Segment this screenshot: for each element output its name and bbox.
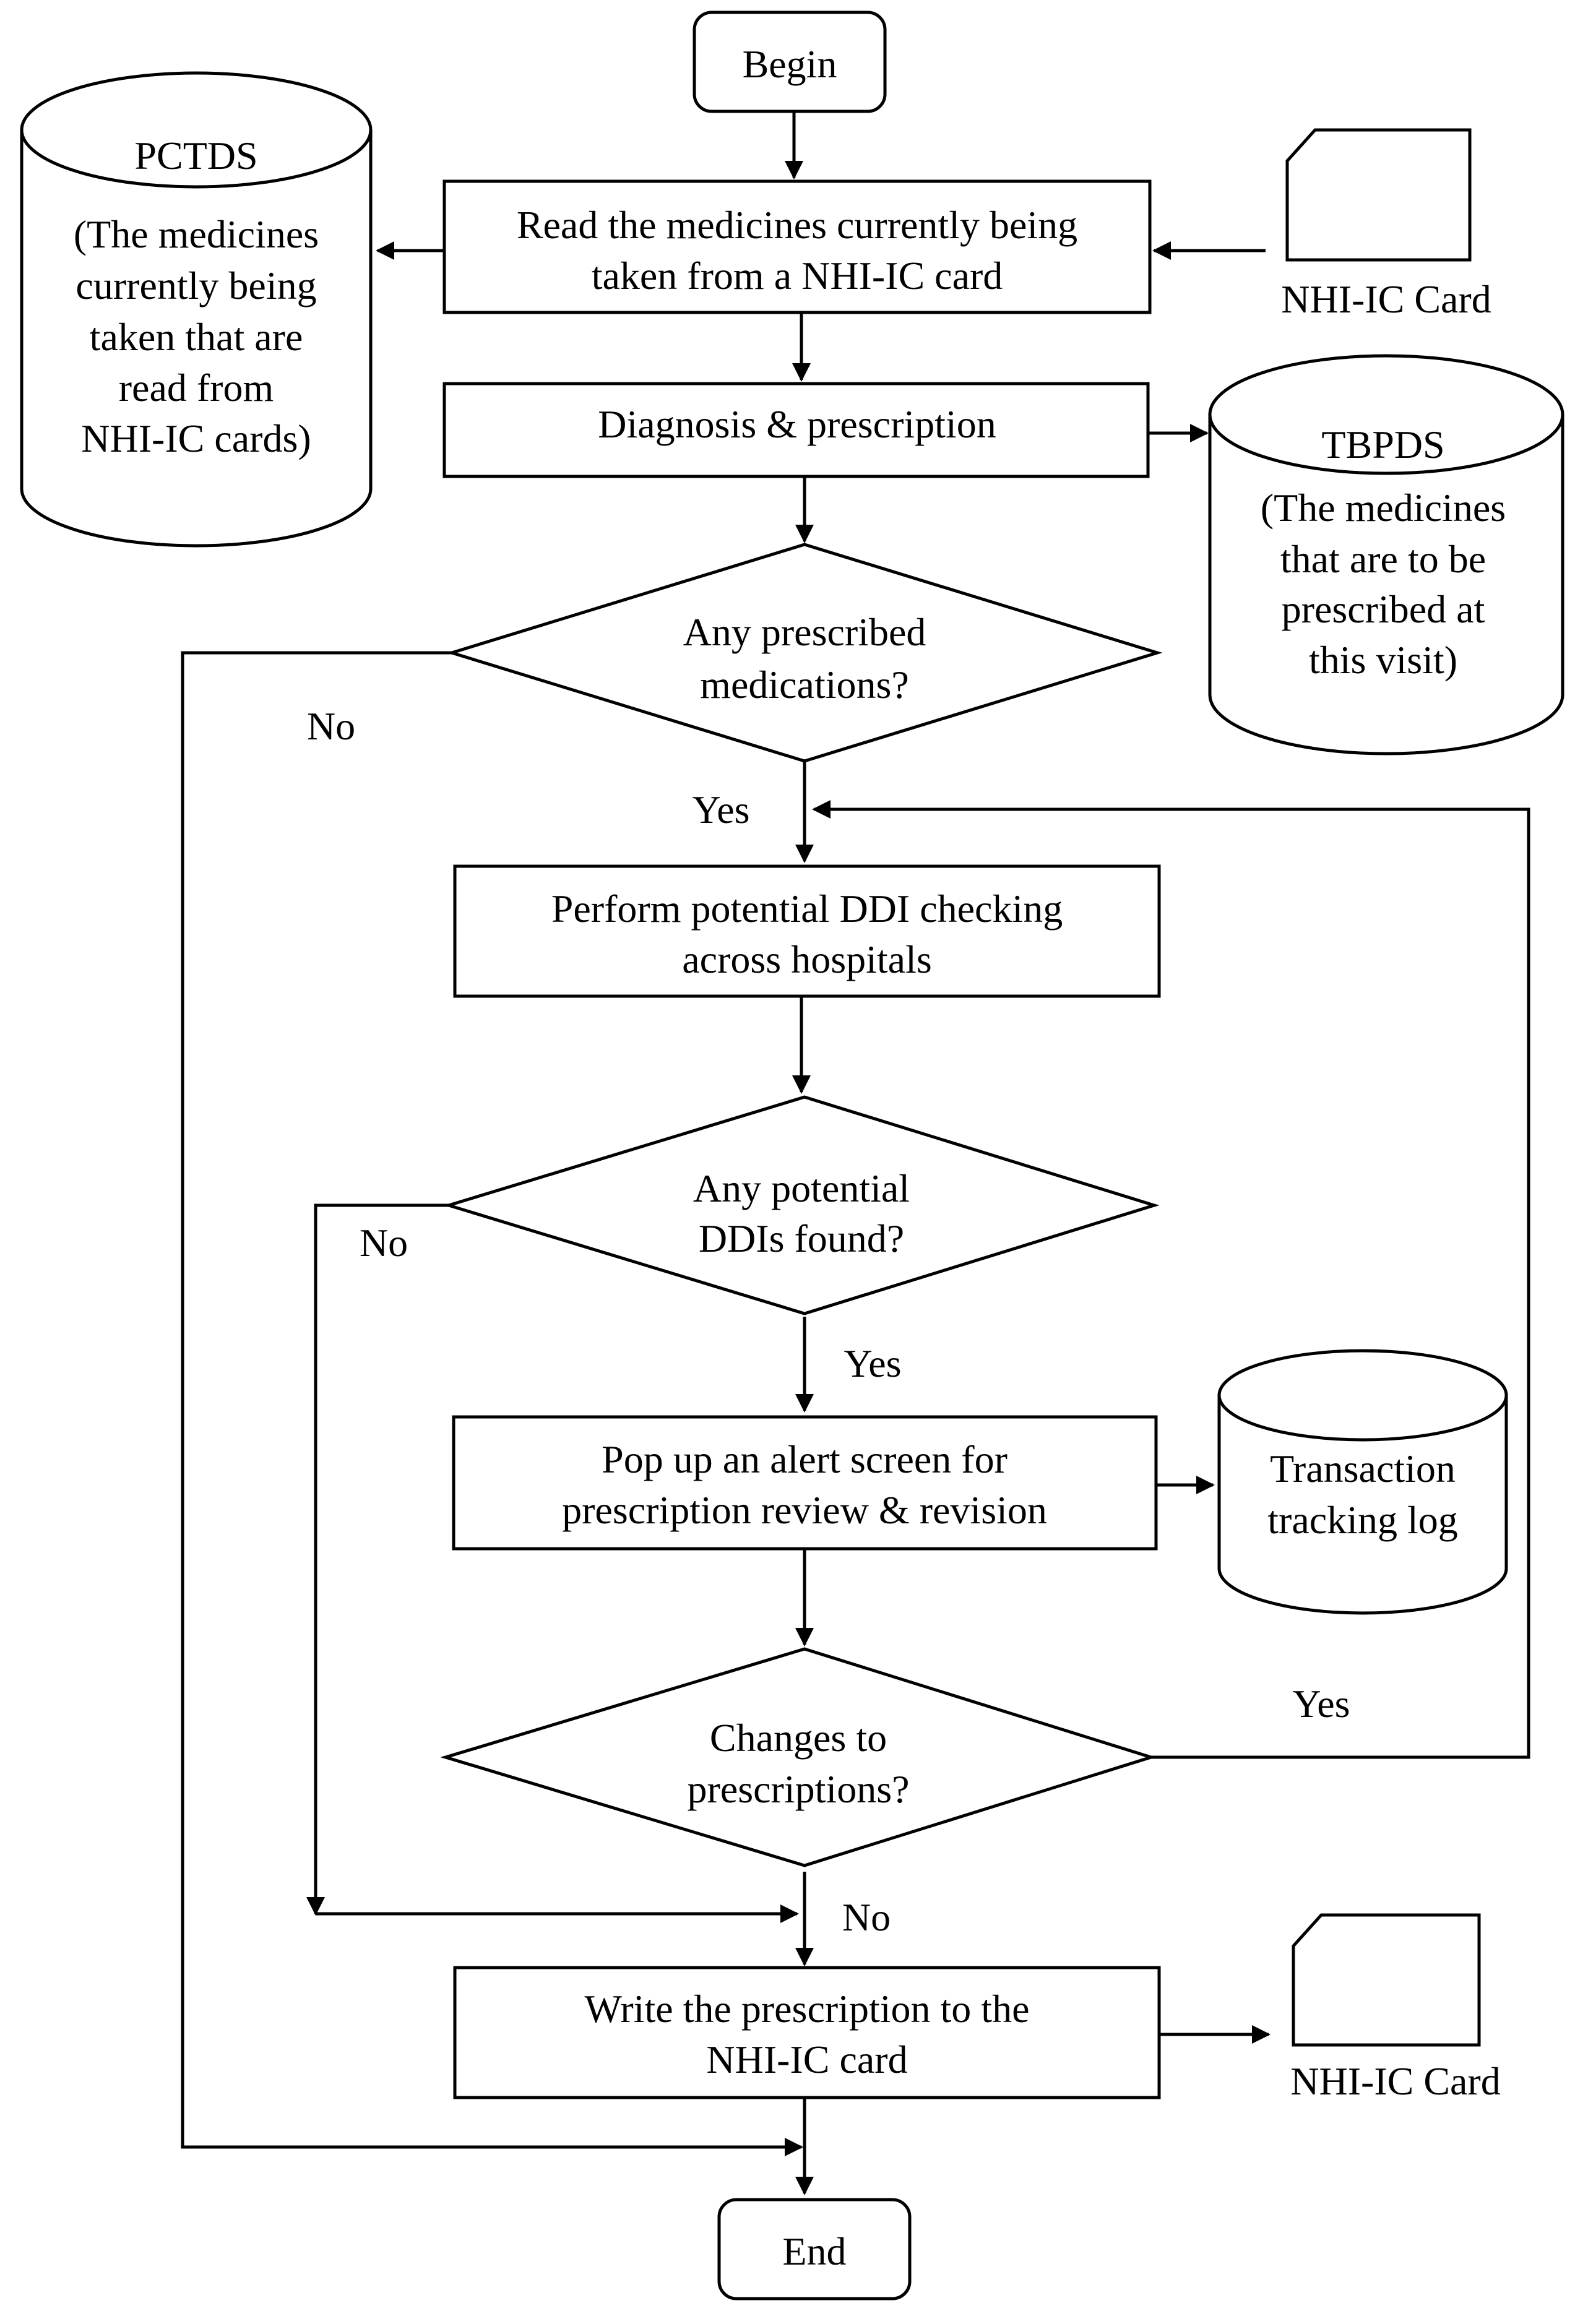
transaction-log-line-1: Transaction bbox=[1270, 1447, 1456, 1491]
edge-any-prescribed-no bbox=[181, 651, 803, 2156]
label-changes-yes: Yes bbox=[1292, 1682, 1350, 1726]
label-any-ddi-no: No bbox=[360, 1221, 408, 1265]
transaction-log-line-2: tracking log bbox=[1267, 1498, 1457, 1542]
pctds-desc-line-2: currently being bbox=[76, 264, 316, 308]
any-ddi-decision: Any potential DDIs found? bbox=[443, 1095, 1160, 1315]
label-any-prescribed-yes: Yes bbox=[692, 788, 749, 832]
pctds-title: PCTDS bbox=[134, 134, 257, 178]
perform-ddi-process: Perform potential DDI checking across ho… bbox=[453, 864, 1161, 998]
diagnosis-label: Diagnosis & prescription bbox=[598, 402, 996, 446]
diagnosis-process: Diagnosis & prescription bbox=[442, 382, 1150, 478]
end-terminal: End bbox=[717, 2198, 912, 2300]
pctds-datastore: PCTDS (The medicines currently being tak… bbox=[20, 71, 373, 548]
pctds-desc-line-1: (The medicines bbox=[74, 212, 319, 256]
tbpds-title: TBPDS bbox=[1321, 423, 1444, 467]
read-medicines-line-1: Read the medicines currently being bbox=[517, 203, 1077, 247]
perform-ddi-line-2: across hospitals bbox=[682, 937, 932, 981]
begin-label: Begin bbox=[743, 42, 837, 86]
nhi-card-bottom: NHI-IC Card bbox=[1290, 1913, 1501, 2103]
popup-alert-line-2: prescription review & revision bbox=[562, 1488, 1047, 1532]
changes-line-1: Changes to bbox=[710, 1716, 887, 1760]
popup-alert-process: Pop up an alert screen for prescription … bbox=[452, 1415, 1158, 1551]
transaction-log-datastore: Transaction tracking log bbox=[1217, 1349, 1508, 1615]
write-prescription-process: Write the prescription to the NHI-IC car… bbox=[453, 1966, 1161, 2099]
pctds-desc-line-5: NHI-IC cards) bbox=[81, 416, 311, 460]
tbpds-desc-line-4: this visit) bbox=[1309, 638, 1457, 682]
end-label: End bbox=[782, 2229, 846, 2273]
label-any-ddi-yes: Yes bbox=[844, 1341, 901, 1385]
label-changes-no: No bbox=[842, 1895, 891, 1939]
edges bbox=[181, 111, 1530, 2195]
label-any-prescribed-no: No bbox=[307, 704, 355, 748]
tbpds-desc-line-2: that are to be bbox=[1280, 537, 1486, 581]
edge-labels: No Yes No Yes Yes No bbox=[307, 704, 1350, 1939]
edge-changes-yes bbox=[812, 800, 1530, 1759]
nhi-card-top: NHI-IC Card bbox=[1281, 128, 1491, 321]
changes-decision: Changes to prescriptions? bbox=[440, 1647, 1157, 1867]
card-icon bbox=[1292, 1913, 1481, 2047]
read-medicines-process: Read the medicines currently being taken… bbox=[442, 179, 1152, 314]
any-prescribed-line-2: medications? bbox=[700, 663, 909, 707]
nhi-card-bottom-label: NHI-IC Card bbox=[1290, 2059, 1500, 2103]
popup-alert-line-1: Pop up an alert screen for bbox=[602, 1437, 1008, 1481]
tbpds-datastore: TBPDS (The medicines that are to be pres… bbox=[1208, 354, 1564, 755]
pctds-desc-line-4: read from bbox=[119, 366, 274, 410]
perform-ddi-line-1: Perform potential DDI checking bbox=[551, 887, 1063, 931]
any-prescribed-decision: Any prescribed medications? bbox=[446, 543, 1163, 763]
edge-any-ddi-no bbox=[306, 1203, 449, 1916]
nhi-card-top-label: NHI-IC Card bbox=[1281, 277, 1491, 321]
changes-line-2: prescriptions? bbox=[688, 1767, 910, 1811]
begin-terminal: Begin bbox=[693, 11, 887, 113]
tbpds-desc-line-3: prescribed at bbox=[1282, 587, 1485, 631]
pctds-desc-line-3: taken that are bbox=[90, 315, 303, 359]
tbpds-desc-line-1: (The medicines bbox=[1261, 486, 1506, 530]
write-prescription-line-2: NHI-IC card bbox=[706, 2038, 907, 2081]
card-icon bbox=[1285, 128, 1472, 262]
any-ddi-line-1: Any potential bbox=[693, 1166, 910, 1210]
any-ddi-line-2: DDIs found? bbox=[699, 1216, 904, 1260]
write-prescription-line-1: Write the prescription to the bbox=[585, 1987, 1030, 2031]
read-medicines-line-2: taken from a NHI-IC card bbox=[592, 254, 1003, 298]
any-prescribed-line-1: Any prescribed bbox=[683, 610, 926, 654]
